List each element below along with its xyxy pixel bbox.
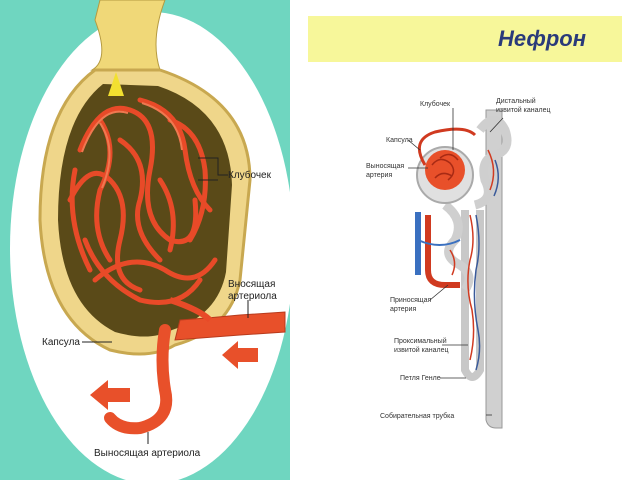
leader-lines	[82, 157, 249, 444]
r-label-proximal-line1: Проксимальный	[394, 337, 447, 345]
r-label-capsule: Капсула	[386, 137, 413, 144]
efferent-vessel	[417, 127, 477, 166]
distal-tubule	[473, 115, 512, 210]
r-label-afferent-line2: артерия	[390, 306, 416, 313]
outflow-arrow-icon	[90, 380, 130, 410]
peritubular-capillaries	[449, 149, 495, 361]
title-bar: Нефрон	[308, 16, 622, 62]
left-panel: Клубочек Вносящая артериола Капсула Выно…	[0, 0, 290, 480]
r-label-efferent-line1: Выносящая	[366, 163, 404, 170]
arrow-up-icon	[108, 72, 124, 96]
label-afferent-line1: Вносящая	[228, 279, 275, 290]
label-glomerulus: Клубочек	[228, 169, 272, 181]
r-label-glomerulus: Клубочек	[420, 100, 451, 108]
glomerulus-illustration: Клубочек Вносящая артериола Капсула Выно…	[10, 0, 290, 480]
right-panel: Нефрон	[290, 0, 640, 480]
glomerulus-texture	[431, 153, 459, 181]
nephron-diagram: Клубочек Дистальный извитой каналец Капс…	[366, 97, 550, 429]
capsule-tubule	[90, 0, 166, 71]
capillary-tangle	[67, 97, 218, 305]
right-leader-lines	[407, 108, 504, 416]
label-afferent-line2: артериола	[228, 291, 277, 302]
henle-loop	[461, 210, 484, 381]
afferent-branch	[169, 297, 213, 323]
glomerulus	[425, 150, 465, 190]
label-efferent: Выносящая артериола	[94, 448, 201, 459]
afferent-artery	[425, 215, 460, 288]
r-label-distal-line1: Дистальный	[496, 97, 536, 105]
r-label-afferent-line1: Приносящая	[390, 297, 432, 304]
inflow-arrow-icon	[222, 341, 258, 369]
r-label-distal-line2: извитой каналец	[496, 106, 550, 114]
vein-branch	[417, 239, 461, 246]
page-title: Нефрон	[497, 26, 586, 51]
r-label-proximal-line2: извитой каналец	[394, 346, 448, 354]
venous-capillaries	[473, 159, 499, 371]
label-capsule: Капсула	[42, 337, 80, 348]
capillary-highlights	[81, 102, 183, 189]
efferent-arteriole	[104, 324, 173, 435]
r-label-efferent-line2: артерия	[366, 172, 392, 179]
r-label-collecting: Собирательная трубка	[380, 412, 454, 420]
r-label-henle: Петля Генле	[400, 375, 441, 382]
